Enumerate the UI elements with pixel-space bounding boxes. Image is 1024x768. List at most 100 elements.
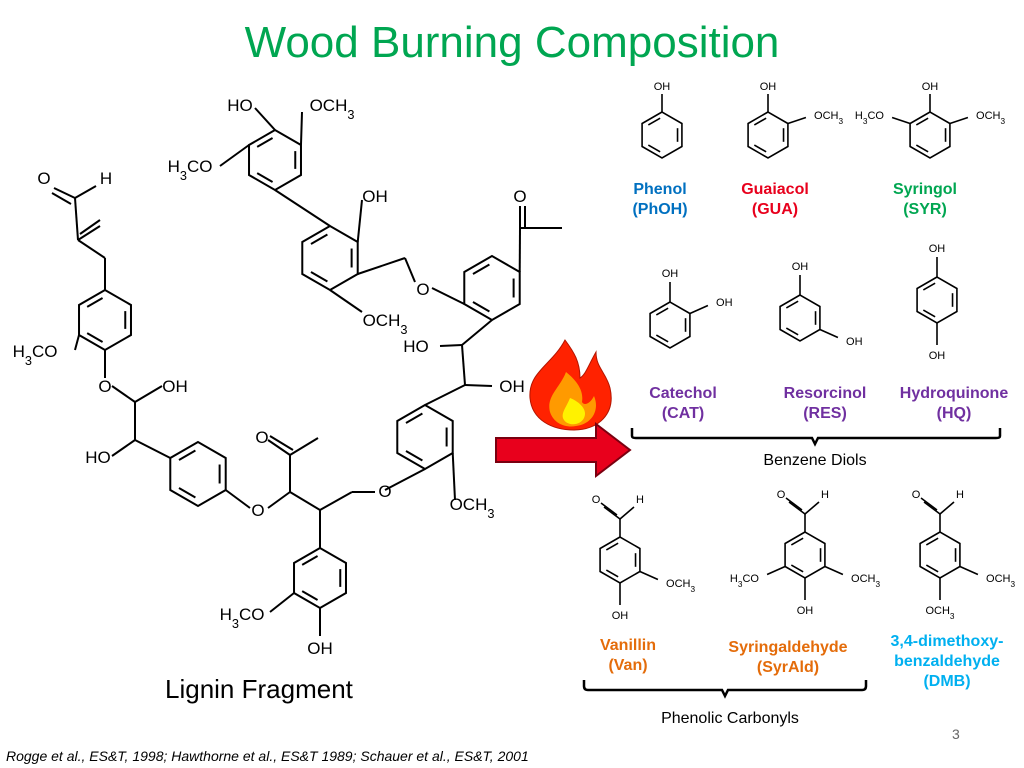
syringaldehyde-name: Syringaldehyde [728, 639, 848, 656]
double-bond [790, 537, 804, 546]
syringol-h3co: H3CO [855, 110, 884, 126]
double-bond [405, 450, 423, 462]
double-bond [790, 564, 804, 573]
lignin-atom-oh-bottom: OH [307, 639, 333, 658]
double-bond [788, 501, 806, 515]
resorcinol-name: Resorcinol [783, 385, 867, 402]
guaiacol-oh: OH [760, 81, 777, 93]
resorcinol-abbr: (RES) [803, 405, 847, 422]
syringol-och3: OCH3 [976, 110, 1005, 126]
bond [274, 189, 331, 227]
lignin-atom-h-aldehyde: H [100, 169, 112, 188]
double-bond [603, 506, 621, 520]
phenol-name: Phenol [633, 181, 687, 198]
bond [74, 185, 97, 199]
lignin-atom-o-ether-right: O [378, 482, 391, 501]
bond [267, 439, 291, 456]
double-bond [915, 144, 929, 153]
bond [219, 144, 250, 167]
lignin-atom-o-ether-mid: O [416, 280, 429, 299]
phenol-abbr: (PhOH) [632, 201, 688, 218]
phenol-ring [641, 111, 683, 159]
bond [53, 187, 76, 199]
substituent-bond [766, 565, 786, 576]
double-bond [310, 271, 328, 283]
dmb-label: 3,4-dimethoxy- benzaldehyde (DMB) [870, 632, 1024, 692]
dmb-aldehyde-o: O [912, 489, 921, 501]
lignin-atom-oh-left: OH [162, 377, 188, 396]
substituent-bond [787, 116, 807, 125]
hydroquinone-oh-2: OH [929, 350, 946, 362]
catechol-name: Catechol [649, 385, 717, 402]
bond [439, 344, 463, 347]
lignin-ring-left [78, 288, 132, 352]
double-bond [405, 412, 423, 424]
bond [79, 219, 101, 235]
double-bond [178, 487, 196, 499]
double-bond [647, 117, 661, 126]
resorcinol-oh-1: OH [792, 261, 809, 273]
lignin-atom-h3co-top: H3CO [168, 157, 213, 183]
substituent-bond [804, 501, 820, 515]
substituent-bond [949, 116, 969, 125]
lignin-structure [51, 107, 562, 636]
catechol-abbr: (CAT) [661, 405, 705, 422]
syringaldehyde-aldehyde-h: H [821, 489, 829, 501]
double-bond [600, 502, 618, 516]
double-bond [178, 449, 196, 461]
lignin-ring-right-acetyl [463, 254, 521, 322]
lignin-atom-och3-mid: OCH3 [363, 311, 408, 337]
vanillin-abbr: (Van) [608, 657, 648, 674]
lignin-atom-o-ketone: O [255, 428, 268, 447]
double-bond [655, 307, 669, 316]
hydroquinone-name: Hydroquinone [899, 385, 1009, 402]
bond [225, 489, 251, 509]
double-bond [256, 137, 274, 148]
bond [269, 435, 294, 451]
bond [111, 385, 136, 403]
page-title: Wood Burning Composition [244, 18, 780, 67]
dmb-abbr: (DMB) [923, 673, 971, 690]
double-bond [605, 542, 619, 551]
dmb-och3-1: OCH3 [986, 573, 1015, 589]
vanillin-ring [599, 536, 641, 584]
bond [134, 385, 163, 403]
catechol-ring [649, 301, 691, 349]
lignin-ring-upper-mid [301, 224, 359, 292]
double-bond [923, 501, 941, 515]
bond [111, 439, 136, 457]
lignin-ring-center [169, 440, 227, 508]
vanillin-label: Vanillin (Van) [578, 636, 678, 676]
lignin-atom-och3-top: OCH3 [310, 96, 355, 122]
bond [254, 107, 276, 131]
catechol-oh-2: OH [716, 297, 733, 309]
substituent-bond [619, 506, 635, 520]
double-bond [605, 569, 619, 578]
double-bond [925, 537, 939, 546]
guaiacol-abbr: (GUA) [751, 201, 799, 218]
bond [431, 287, 465, 305]
vanillin-oh: OH [612, 610, 629, 622]
syringaldehyde-label: Syringaldehyde (SyrAld) [702, 638, 874, 678]
hydroquinone-ring [916, 276, 958, 324]
double-bond [301, 590, 319, 601]
substituent-bond [689, 304, 709, 315]
vanillin-och3: OCH3 [666, 578, 695, 594]
fire-icon [529, 339, 612, 431]
double-bond [753, 144, 767, 153]
lignin-ring-bottom [293, 546, 347, 610]
lignin-ring-top [248, 128, 302, 192]
lignin-atom-och3-right: OCH3 [450, 495, 495, 521]
dmb-ring [919, 531, 961, 579]
double-bond [785, 497, 803, 511]
substituent-bond [824, 565, 844, 576]
bond [299, 111, 303, 146]
bond [464, 384, 493, 387]
lignin-atom-ho-mid: HO [403, 337, 429, 356]
syringaldehyde-h3co: H3CO [730, 573, 759, 589]
double-bond [922, 309, 936, 318]
syringol-name: Syringol [892, 181, 957, 198]
guaiacol-ring [747, 111, 789, 159]
